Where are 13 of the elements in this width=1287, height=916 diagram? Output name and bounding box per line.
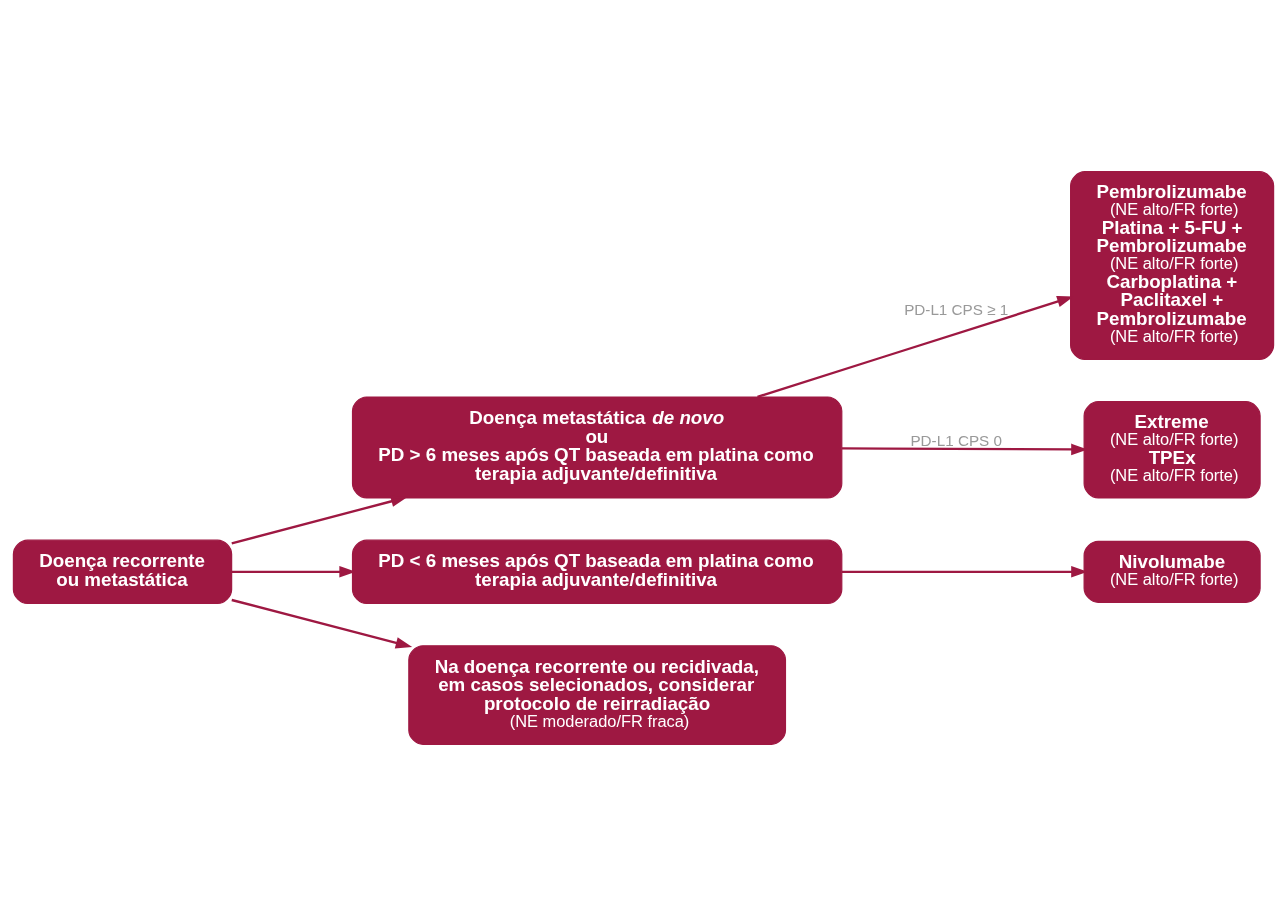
- node-box: Doença metastática de novo ou PD > 6 meses após QT baseada em platina como terapia adjuvante/definitiva: [351, 396, 843, 499]
- node-box: Extreme (NE alto/FR forte) TPEx (NE alto/FR forte): [1083, 401, 1261, 499]
- arrow: [231, 598, 413, 649]
- arrow: [842, 443, 1088, 456]
- edge-label: PD-L1 CPS 0: [910, 431, 1002, 449]
- node-box: Nivolumabe (NE alto/FR forte): [1083, 540, 1261, 603]
- node-box: Na doença recorrente ou recidivada, em casos selecionados, considerar protocolo de reirradiação (NE moderado/FR fraca): [408, 645, 787, 745]
- node-box: Doença recorrente ou metastática: [12, 539, 233, 605]
- arrow: [842, 566, 1088, 578]
- arrow: [231, 495, 408, 545]
- node-box: PD < 6 meses após QT baseada em platina como terapia adjuvante/definitiva: [351, 539, 843, 605]
- node-box: Pembrolizumabe (NE alto/FR forte) Platina + 5-FU + Pembrolizumabe (NE alto/FR forte) Carboplatina + Paclitaxel + Pembrolizumabe (NE alto/FR forte): [1070, 171, 1275, 361]
- edge-label: PD-L1 CPS ≥ 1: [904, 301, 1009, 319]
